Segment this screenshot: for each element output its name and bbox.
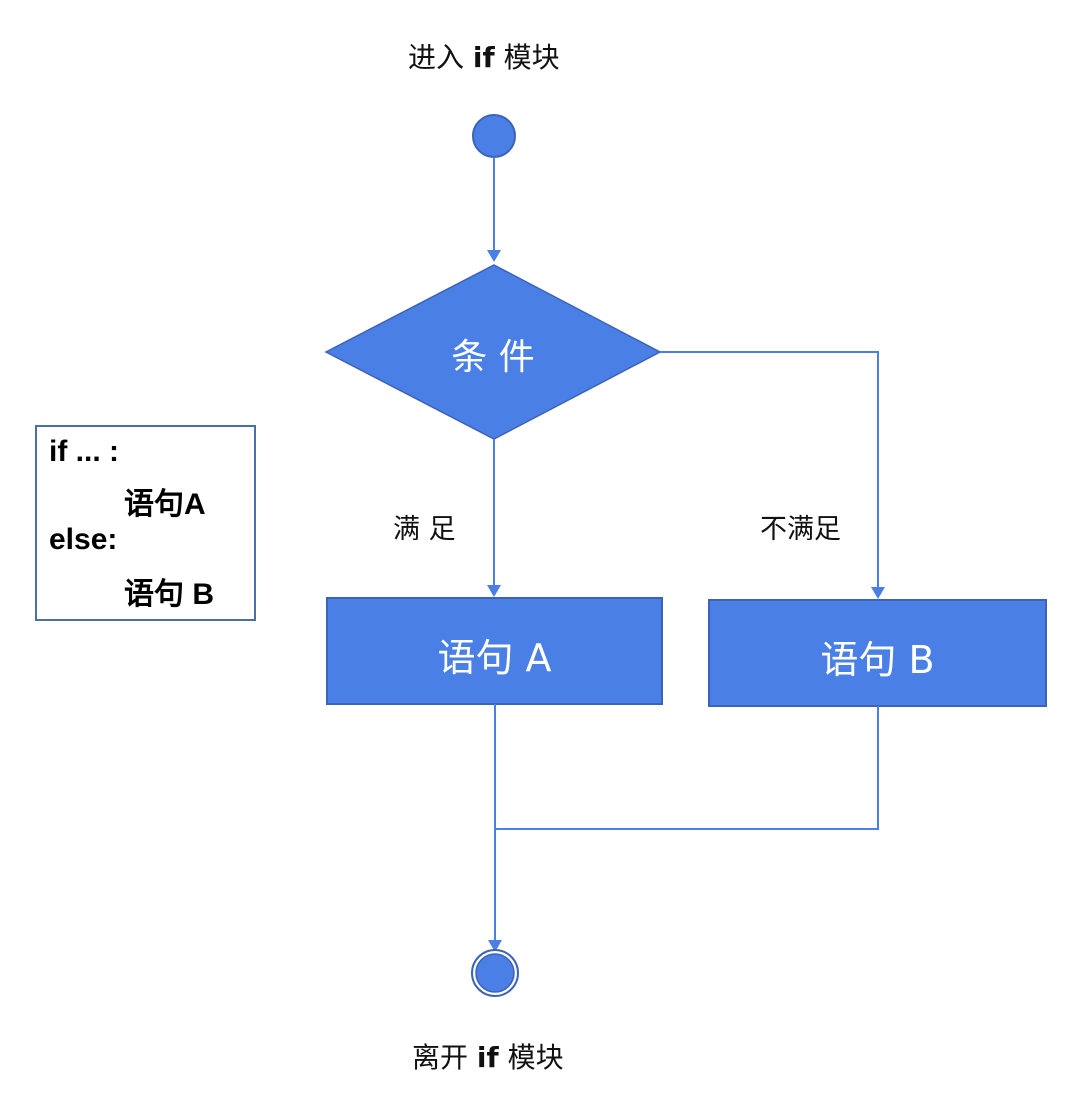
end-label: 离开 if 模块 (412, 1036, 564, 1076)
end-label-prefix: 离开 (412, 1041, 469, 1074)
connector-b-merge (496, 706, 879, 830)
decision-label: 条 件 (451, 337, 535, 378)
connector-no-branch (660, 351, 885, 599)
end-node-inner (475, 953, 515, 993)
start-label: 进入 if 模块 (408, 36, 560, 76)
statement-b-node (708, 599, 1047, 707)
code-line-else: else: (49, 523, 118, 556)
end-label-suffix: 模块 (507, 1041, 564, 1074)
code-snippet-box: if ... : 语句A else: 语句 B (35, 425, 256, 621)
start-label-keyword: if (472, 41, 495, 74)
start-node (472, 114, 516, 158)
start-label-suffix: 模块 (503, 41, 560, 74)
end-label-keyword: if (476, 1041, 499, 1074)
statement-b-label: 语句 B (820, 638, 935, 682)
code-line-statement-a: 语句A (124, 488, 206, 521)
statement-a-node (326, 597, 663, 705)
no-branch-label: 不满足 (760, 514, 841, 545)
yes-branch-label: 满 足 (393, 514, 456, 545)
start-label-prefix: 进入 (408, 41, 465, 74)
code-line-statement-b: 语句 B (124, 578, 214, 611)
statement-a-label: 语句 A (437, 636, 552, 680)
code-line-if: if ... : (49, 435, 119, 468)
